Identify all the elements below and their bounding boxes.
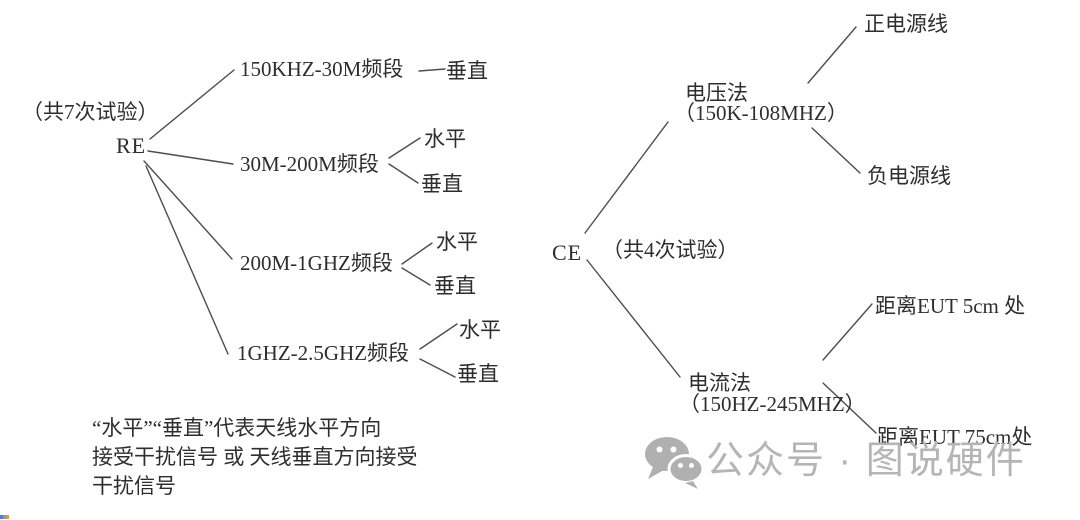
current-to-75cm-line xyxy=(822,382,877,434)
watermark-text: 公众号 · 图说硬件 xyxy=(706,440,1026,482)
branch3-to-horizontal-line xyxy=(401,242,433,265)
branch1-to-vertical-line xyxy=(418,68,446,72)
branch3-to-vertical-line xyxy=(401,267,431,286)
note-line-1: “水平”“垂直”代表天线水平方向 xyxy=(92,416,382,440)
voltage-to-negative-line xyxy=(811,127,861,174)
note-line-3: 干扰信号 xyxy=(92,474,176,498)
re-branch-30m-200m-horizontal-label: 水平 xyxy=(424,127,466,151)
antenna-polarization-note: “水平”“垂直”代表天线水平方向 接受干扰信号 或 天线垂直方向接受 干扰信号 xyxy=(92,414,418,501)
ce-to-voltage-line xyxy=(584,121,669,234)
ce-current-method-label: 电流法 xyxy=(688,371,751,395)
re-to-branch1-line xyxy=(149,69,235,140)
branch2-to-horizontal-line xyxy=(388,137,421,159)
re-branch-30m-200m-vertical-label: 垂直 xyxy=(421,172,463,196)
voltage-to-positive-line xyxy=(807,26,857,84)
re-root-label: RE xyxy=(116,133,147,158)
re-branch-30m-200m-label: 30M-200M频段 xyxy=(240,152,379,176)
note-line-2: 接受干扰信号 或 天线垂直方向接受 xyxy=(92,445,418,469)
re-branch-200m-1ghz-horizontal-label: 水平 xyxy=(436,230,478,254)
ce-to-current-line xyxy=(586,259,681,378)
branch4-to-horizontal-line xyxy=(419,323,458,350)
re-to-branch2-line xyxy=(147,150,234,165)
ce-voltage-method-label: 电压法 xyxy=(685,81,748,105)
re-branch-200m-1ghz-vertical-label: 垂直 xyxy=(434,274,476,298)
watermark: 公众号 · 图说硬件 xyxy=(643,436,1024,490)
re-branch-1ghz-2.5ghz-label: 1GHZ-2.5GHZ频段 xyxy=(237,341,410,365)
corner-artifact xyxy=(0,515,9,519)
re-branch-1ghz-2.5ghz-vertical-label: 垂直 xyxy=(457,362,499,386)
re-to-branch4-line xyxy=(145,165,229,355)
ce-distance-5cm-label: 距离EUT 5cm 处 xyxy=(875,294,1026,318)
ce-distance-75cm-label: 距离EUT 75cm处 xyxy=(877,425,1033,449)
branch4-to-vertical-line xyxy=(419,358,456,378)
re-test-count-label: （共7次试验） xyxy=(22,100,159,124)
branch2-to-vertical-line xyxy=(388,163,419,184)
ce-test-count-label: （共4次试验） xyxy=(602,238,739,262)
re-branch-200m-1ghz-label: 200M-1GHZ频段 xyxy=(240,251,393,275)
current-to-5cm-line xyxy=(822,303,873,361)
re-branch-150khz-30m-label: 150KHZ-30M频段 xyxy=(240,57,404,81)
ce-root-label: CE xyxy=(552,240,583,265)
ce-positive-power-line-label: 正电源线 xyxy=(864,12,948,36)
wechat-icon xyxy=(645,437,705,489)
re-branch-150khz-30m-vertical-label: 垂直 xyxy=(446,59,488,83)
re-branch-1ghz-2.5ghz-horizontal-label: 水平 xyxy=(459,318,501,342)
ce-negative-power-line-label: 负电源线 xyxy=(867,164,951,188)
re-to-branch3-line xyxy=(143,160,233,260)
ce-current-method-range: （150HZ-245MHZ） xyxy=(679,392,866,416)
ce-voltage-method-range: （150K-108MHZ） xyxy=(674,101,848,125)
